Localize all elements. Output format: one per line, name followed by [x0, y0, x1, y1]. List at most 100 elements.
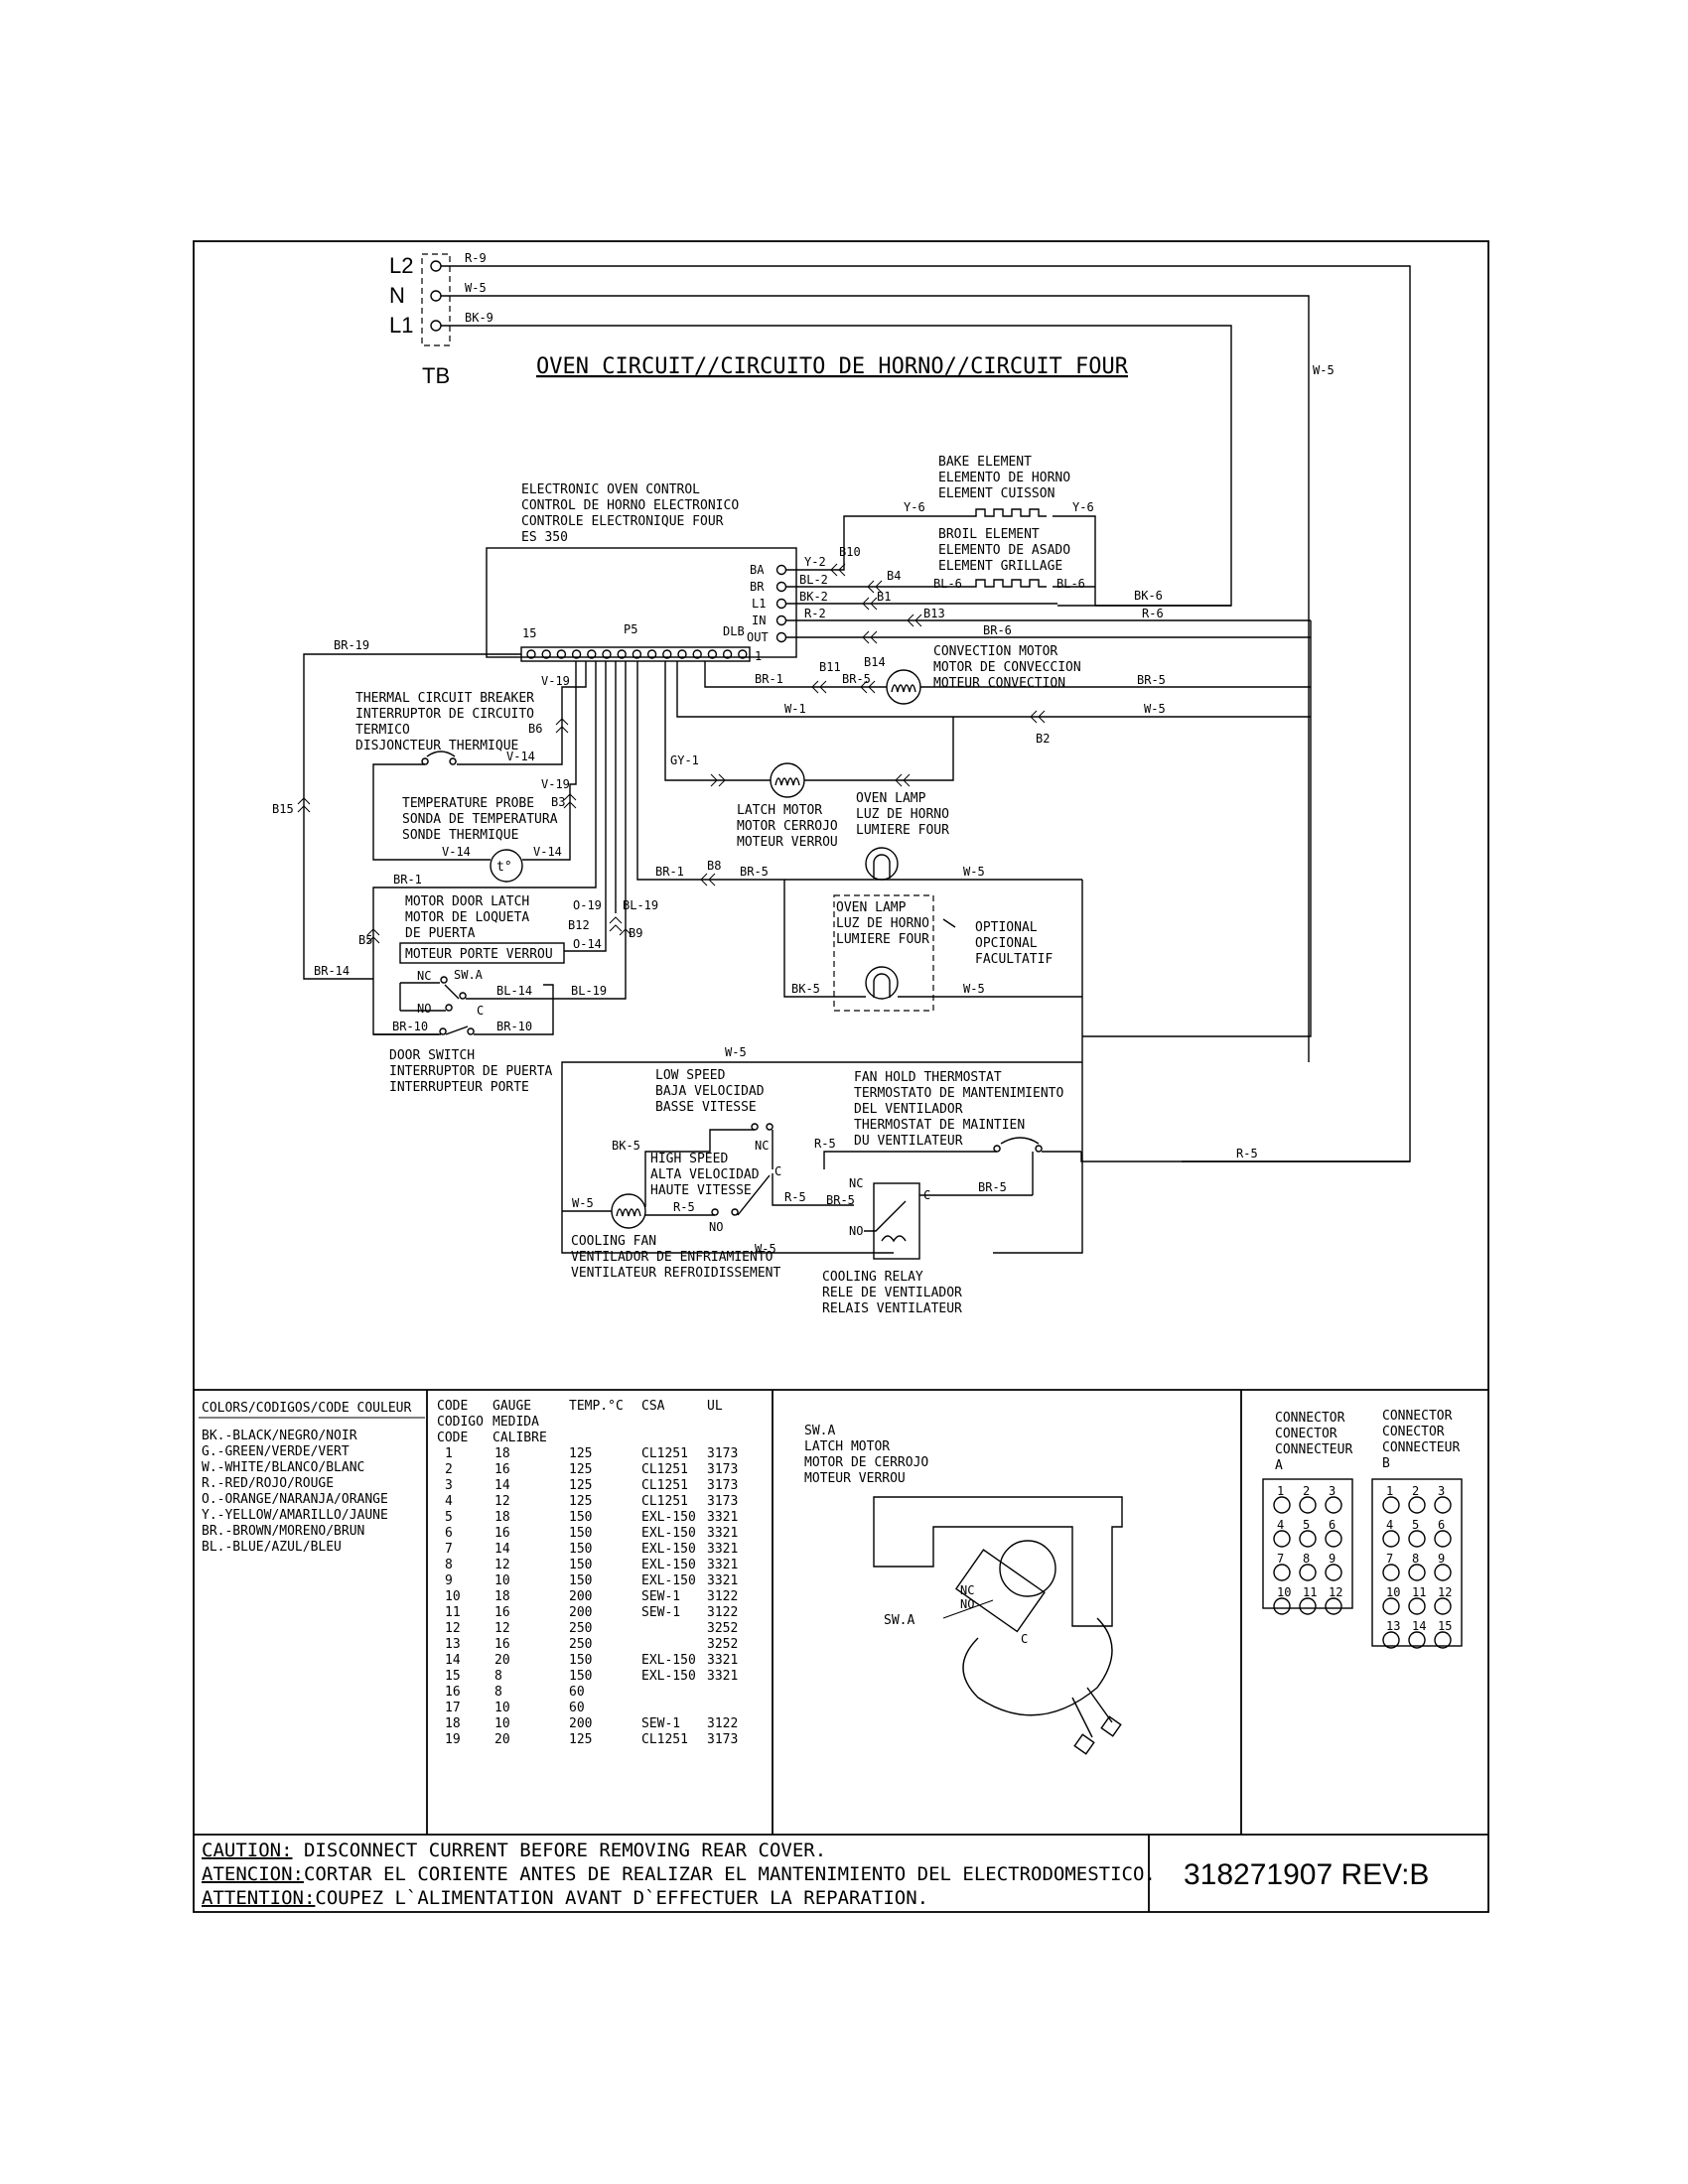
- wire-br19: [303, 653, 521, 980]
- connector-b12: [609, 916, 623, 932]
- wire-label: V-19: [541, 777, 570, 791]
- table-cell: 20: [494, 1653, 510, 1668]
- connector-pin-label: 14: [1412, 1619, 1426, 1633]
- wire-label: W-5: [963, 982, 985, 996]
- thermostat-label: DEL VENTILADOR: [854, 1102, 963, 1117]
- latch-cam: [999, 1540, 1056, 1597]
- terminal-n: [430, 290, 442, 302]
- table-cell: 16: [445, 1685, 461, 1700]
- connector-b-title: CONECTOR: [1382, 1425, 1445, 1439]
- table-cell: 125: [569, 1462, 592, 1477]
- switch-no-label: NO: [849, 1224, 863, 1238]
- optional-oven-lamp: OVEN LAMP LUZ DE HORNO LUMIERE FOUR OPTI…: [783, 880, 1082, 1012]
- caution-label: ATENCION:: [202, 1863, 304, 1885]
- p5-pin: [722, 649, 733, 659]
- caution-text: CORTAR EL CORIENTE ANTES DE REALIZAR EL …: [304, 1863, 1156, 1885]
- wire-label: BR-5: [978, 1180, 1007, 1194]
- connector-pin: [1273, 1564, 1291, 1581]
- connector-b1: [862, 597, 878, 611]
- latch-motor-housing: [873, 1496, 1123, 1627]
- callout-line: [942, 1599, 994, 1619]
- wire-label: BR-10: [496, 1020, 532, 1033]
- table-header: TEMP.°C: [569, 1399, 624, 1414]
- caution-block: CAUTION: DISCONNECT CURRENT BEFORE REMOV…: [202, 1840, 1156, 1909]
- gauge-table: CODE GAUGE TEMP.°C CSA UL CODIGO MEDIDA …: [437, 1399, 738, 1747]
- door-switch-label: INTERRUPTOR DE PUERTA: [389, 1064, 553, 1079]
- table-cell: SEW-1: [641, 1589, 680, 1604]
- lamp-label: LUMIERE FOUR: [856, 823, 949, 838]
- connector-b-body: [1371, 1478, 1463, 1647]
- connector-pin-label: 5: [1412, 1518, 1419, 1532]
- connector-pin-label: 7: [1386, 1552, 1393, 1566]
- table-cell: 3173: [707, 1494, 738, 1509]
- table-cell: 1: [445, 1446, 453, 1461]
- wire-r6-bus: [1082, 620, 1312, 1037]
- door-switch: BR-10 BR-10 DOOR SWITCH INTERRUPTOR DE P…: [373, 984, 554, 1095]
- swa-label: SW.A: [804, 1424, 835, 1438]
- probe-label: SONDE THERMIQUE: [402, 828, 518, 843]
- legend-item: BL.-BLUE/AZUL/BLEU: [202, 1540, 342, 1555]
- pin-br: BR: [750, 580, 765, 594]
- wire-w5-bus: [993, 880, 1083, 1254]
- low-speed-label: LOW SPEED: [655, 1068, 726, 1083]
- wire-r5-thermo: [1080, 1152, 1410, 1162]
- table-cell: 150: [569, 1558, 592, 1572]
- table-cell: 3321: [707, 1558, 738, 1572]
- wire-label: GY-1: [670, 753, 699, 767]
- table-cell: 3: [445, 1478, 453, 1493]
- bake-element: BAKE ELEMENT ELEMENTO DE HORNO ELEMENT C…: [904, 455, 1094, 517]
- table-cell: SEW-1: [641, 1716, 680, 1731]
- wire-label: W-5: [963, 865, 985, 879]
- wire-bk5: [783, 880, 866, 998]
- pin-label: 1: [755, 649, 762, 663]
- motor-door-latch: BR-1 B5 MOTOR DOOR LATCH MOTOR DE LOQUET…: [358, 661, 658, 1035]
- table-cell: 3173: [707, 1478, 738, 1493]
- door-switch-symbol: [373, 984, 554, 1035]
- connector-pin: [1434, 1496, 1452, 1514]
- breaker-symbol: [421, 757, 491, 765]
- wire-label: B3: [551, 795, 565, 809]
- table-cell: 7: [445, 1542, 453, 1557]
- latch-motor: GY-1 LATCH MOTOR MOTOR CERROJO MOTEUR VE…: [664, 661, 914, 850]
- connector-pin-label: 9: [1329, 1552, 1336, 1566]
- wire-label: BL-6: [1056, 577, 1085, 591]
- pin-in: IN: [752, 614, 766, 627]
- table-cell: 10: [494, 1573, 510, 1588]
- thermostat-symbol: [993, 1137, 1081, 1153]
- connector-pin-label: 11: [1412, 1585, 1426, 1599]
- color-legend: COLORS/CODIGOS/CODE COULEUR BK.-BLACK/NE…: [199, 1401, 425, 1555]
- table-cell: 125: [569, 1494, 592, 1509]
- broil-element-symbol: [968, 579, 1047, 588]
- lead-terminal: [1073, 1733, 1095, 1755]
- latch-leads: [1071, 1687, 1113, 1738]
- wire-label: B8: [707, 859, 721, 873]
- connector-pin-label: 13: [1386, 1619, 1400, 1633]
- connector-pin-label: 10: [1386, 1585, 1400, 1599]
- table-cell: 16: [494, 1462, 510, 1477]
- thermostat-label: THERMOSTAT DE MAINTIEN: [854, 1118, 1025, 1133]
- connector-b3: [563, 793, 577, 809]
- connector-b14: [860, 680, 876, 694]
- optional-lamp-outline: [833, 894, 934, 1012]
- convection-label: MOTOR DE CONVECCION: [933, 660, 1081, 675]
- table-cell: EXL-150: [641, 1558, 696, 1572]
- pin-label: 15: [522, 626, 536, 640]
- pin-label: DLB: [723, 624, 745, 638]
- connector-pin-label: 8: [1303, 1552, 1310, 1566]
- wire-label: R-6: [1142, 607, 1164, 620]
- terminal-n-label: N: [389, 283, 405, 308]
- wire-label: R-2: [804, 607, 826, 620]
- motor-winding: [774, 777, 800, 786]
- connector-b9: [619, 928, 633, 936]
- table-header: MEDIDA: [492, 1415, 539, 1430]
- table-cell: 19: [445, 1732, 461, 1747]
- table-cell: 3321: [707, 1542, 738, 1557]
- wire-label: B1: [877, 590, 891, 604]
- wire-label: BR-1: [655, 865, 684, 879]
- table-cell: EXL-150: [641, 1669, 696, 1684]
- table-cell: EXL-150: [641, 1573, 696, 1588]
- optional-label: FACULTATIF: [975, 952, 1053, 967]
- p5-pin: [646, 649, 657, 659]
- connector-pin: [1273, 1530, 1291, 1548]
